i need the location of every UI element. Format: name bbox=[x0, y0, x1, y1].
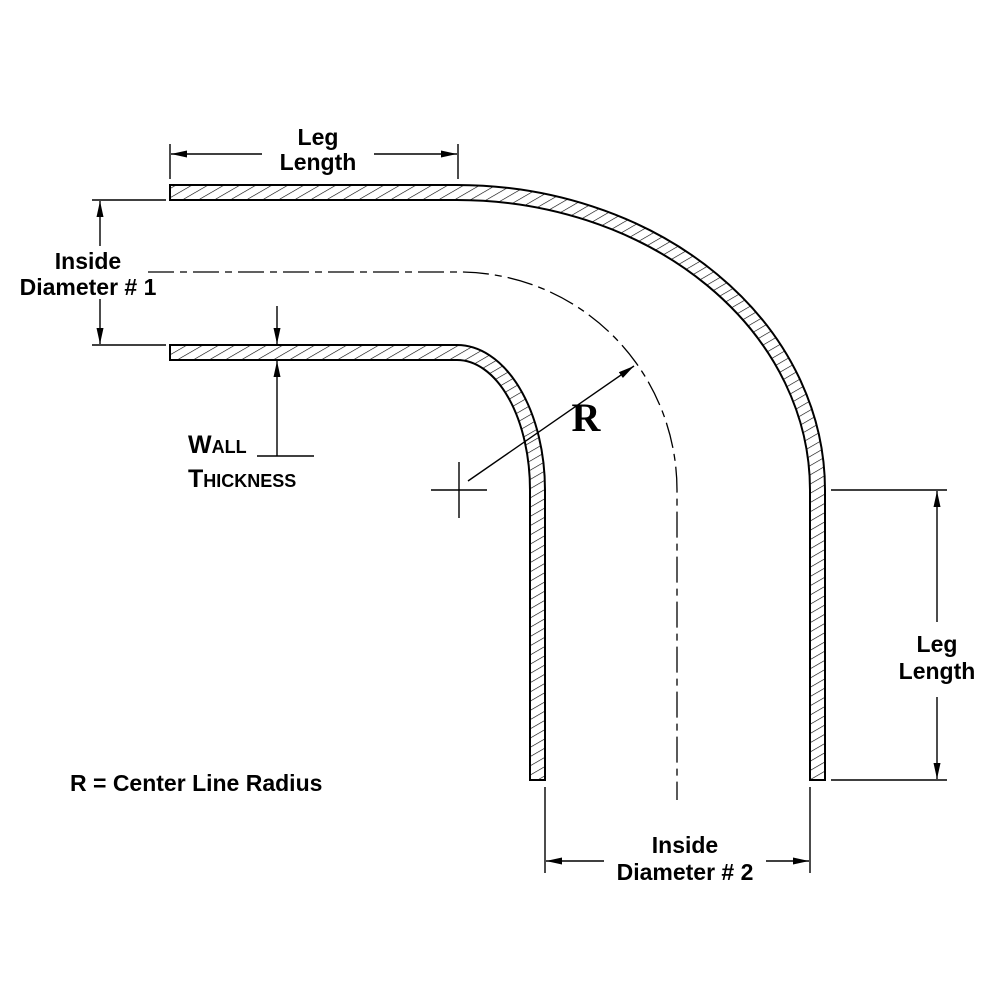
right-leg-length-label-line2: Length bbox=[899, 658, 976, 684]
top-leg-length-label-line1: Leg bbox=[298, 124, 339, 150]
legend-text: R = Center Line Radius bbox=[70, 770, 322, 796]
right-leg-length-label-line1: Leg bbox=[917, 631, 958, 657]
inside-diameter-1-label-line2: Diameter # 1 bbox=[20, 274, 157, 300]
dimension-inside-diameter-2: Inside Diameter # 2 bbox=[544, 787, 811, 885]
inside-diameter-1-label-line1: Inside bbox=[55, 248, 121, 274]
callout-wall-thickness: Wall Thickness bbox=[188, 306, 314, 493]
pipe-outer-wall bbox=[169, 184, 826, 781]
dimension-right-leg-length: Leg Length bbox=[831, 489, 976, 781]
inside-diameter-2-label-line1: Inside bbox=[652, 832, 718, 858]
dimension-inside-diameter-1: Inside Diameter # 1 bbox=[20, 199, 166, 346]
inside-diameter-2-label-line2: Diameter # 2 bbox=[617, 859, 754, 885]
radius-label: R bbox=[572, 395, 602, 440]
callout-radius: R bbox=[467, 365, 635, 482]
centerline bbox=[148, 271, 678, 800]
wall-thickness-label-line1: Wall bbox=[188, 431, 247, 459]
wall-thickness-label-line2: Thickness bbox=[188, 465, 296, 493]
pipe-inner-wall bbox=[169, 344, 546, 781]
dimension-top-leg-length: Leg Length bbox=[169, 124, 459, 179]
bend-center-cross bbox=[431, 462, 487, 518]
top-leg-length-label-line2: Length bbox=[280, 149, 357, 175]
radius-leader-arrow bbox=[467, 365, 635, 482]
